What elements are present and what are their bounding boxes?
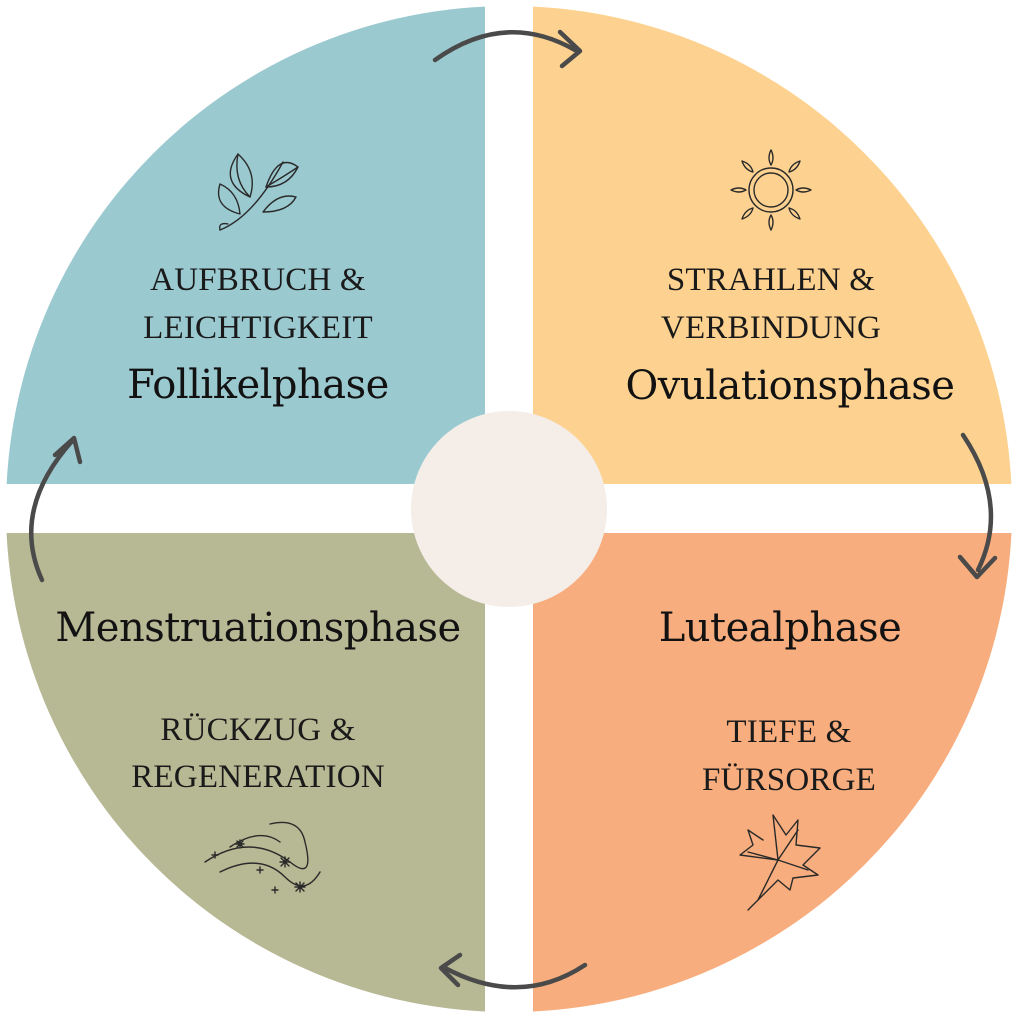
maple-leaf-icon: [739, 814, 821, 911]
sun-icon: [730, 149, 812, 231]
quadrant-follicular: [6, 6, 485, 484]
arrow-bottom-icon: [438, 952, 588, 990]
leaf-sprig-icon: [217, 153, 299, 231]
follicular-subtitle-line2: LEICHTIGKEIT: [143, 310, 373, 346]
ovulation-subtitle-line1: STRAHLEN &: [667, 262, 875, 298]
quadrant-ovulation: [533, 6, 1012, 484]
follicular-subtitle-line1: AUFBRUCH &: [150, 262, 366, 298]
center-circle: [411, 411, 607, 607]
menstruation-phase-name: Menstruationsphase: [55, 605, 460, 651]
ovulation-phase-name: Ovulationsphase: [626, 363, 955, 409]
luteal-subtitle-line1: TIEFE &: [726, 714, 851, 750]
menstruation-subtitle-line2: REGENERATION: [131, 759, 385, 795]
luteal-subtitle-line2: FÜRSORGE: [702, 762, 876, 798]
luteal-phase-name: Lutealphase: [659, 605, 902, 651]
arrow-left-icon: [29, 435, 83, 583]
cycle-arrows: [29, 29, 998, 990]
follicular-phase-name: Follikelphase: [127, 362, 389, 408]
arrow-right-icon: [957, 432, 998, 580]
snowflake-swirl-icon: [204, 821, 321, 894]
ovulation-subtitle-line2: VERBINDUNG: [661, 310, 881, 346]
menstruation-subtitle-line1: RÜCKZUG &: [160, 712, 355, 748]
arrow-top-icon: [432, 29, 583, 69]
